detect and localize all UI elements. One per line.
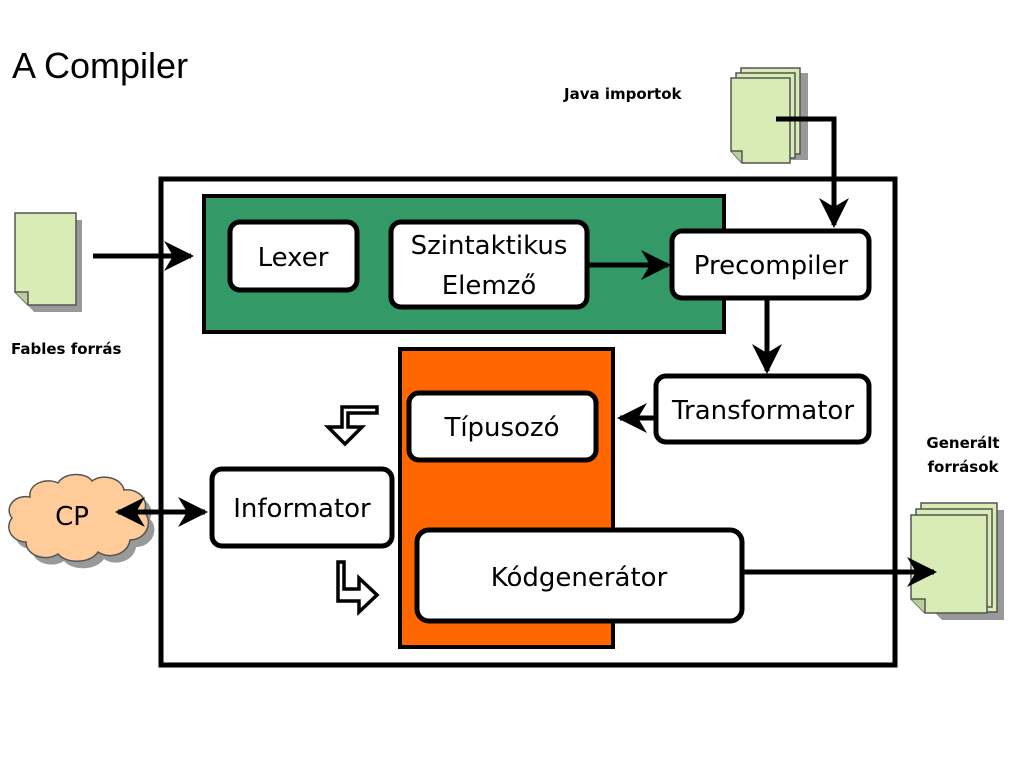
parser-box	[388, 219, 590, 310]
fables-source-document-icon	[14, 212, 82, 312]
codegen-box	[414, 527, 745, 624]
lexer-label: Lexer	[258, 243, 329, 273]
generated-sources-label-line2: források	[928, 458, 1000, 476]
cp-label: CP	[55, 502, 89, 532]
informator-label: Informator	[233, 494, 371, 524]
transformator-label: Transformator	[671, 396, 854, 426]
java-imports-label: Java importok	[563, 85, 683, 103]
arrow-java-imports-to-precompiler	[776, 116, 849, 228]
typer-label: Típusozó	[443, 413, 559, 443]
codegen-label: Kódgenerátor	[491, 563, 668, 593]
generated-sources-label-line1: Generált	[926, 434, 999, 452]
parser-label-line2: Elemző	[442, 271, 537, 301]
java-imports-documents-icon	[730, 67, 808, 164]
parser-label-line1: Szintaktikus	[411, 231, 568, 261]
fables-source-label: Fables forrás	[11, 340, 121, 358]
precompiler-label: Precompiler	[694, 251, 849, 281]
page-title: A Compiler	[12, 45, 188, 86]
typer-box	[406, 390, 599, 463]
generated-sources-documents-icon	[910, 502, 1004, 620]
lexer-box	[227, 219, 360, 293]
bent-arrow-right-icon	[336, 560, 380, 617]
transformator-box	[653, 373, 872, 445]
informator-box	[209, 466, 395, 549]
precompiler-box	[669, 228, 872, 301]
bent-arrow-down-icon	[323, 405, 379, 447]
